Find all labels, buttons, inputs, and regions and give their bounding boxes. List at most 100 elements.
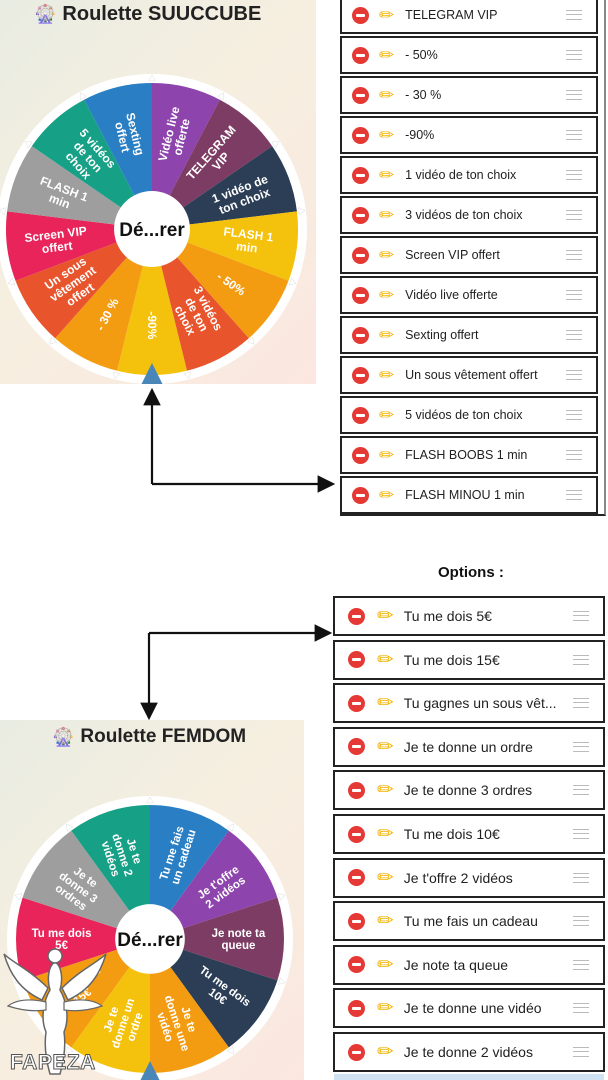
pencil-icon[interactable]: ✏: [377, 779, 394, 802]
bottom-option-row[interactable]: ✏Je te donne 2 vidéos: [333, 1032, 605, 1072]
drag-handle-icon[interactable]: [573, 785, 589, 796]
minus-circle-icon[interactable]: [352, 446, 369, 464]
bottom-option-row[interactable]: ✏Tu me dois 5€: [333, 596, 605, 636]
minus-circle-icon[interactable]: [348, 738, 365, 756]
minus-circle-icon[interactable]: [348, 1043, 365, 1061]
minus-circle-icon[interactable]: [352, 246, 369, 264]
minus-circle-icon[interactable]: [352, 366, 369, 384]
pencil-icon[interactable]: ✏: [379, 445, 395, 465]
top-option-row[interactable]: ✏5 vidéos de ton choix: [340, 396, 598, 434]
minus-circle-icon[interactable]: [348, 869, 365, 887]
top-option-row[interactable]: ✏Screen VIP offert: [340, 236, 598, 274]
pencil-icon[interactable]: ✏: [377, 692, 394, 715]
top-option-row[interactable]: ✏Sexting offert: [340, 316, 598, 354]
pencil-icon[interactable]: ✏: [379, 245, 395, 265]
pencil-icon[interactable]: ✏: [379, 5, 395, 25]
pencil-icon[interactable]: ✏: [377, 953, 394, 976]
drag-handle-icon[interactable]: [573, 1047, 589, 1057]
bottom-option-row[interactable]: ✏Tu me dois 10€: [333, 814, 605, 854]
top-option-row[interactable]: ✏- 50%: [340, 36, 598, 74]
bottom-option-row[interactable]: ✏Tu gagnes un sous vêt...: [333, 683, 605, 724]
minus-circle-icon[interactable]: [352, 286, 369, 304]
drag-handle-icon[interactable]: [566, 450, 582, 460]
pencil-icon[interactable]: ✏: [377, 605, 394, 627]
minus-circle-icon[interactable]: [352, 46, 369, 64]
minus-circle-icon[interactable]: [352, 166, 369, 184]
top-option-row[interactable]: ✏1 vidéo de ton choix: [340, 156, 598, 194]
minus-circle-icon[interactable]: [348, 607, 365, 625]
pencil-icon[interactable]: ✏: [379, 485, 395, 505]
drag-handle-icon[interactable]: [566, 10, 582, 20]
drag-handle-icon[interactable]: [573, 916, 589, 927]
pencil-icon[interactable]: ✏: [377, 735, 394, 758]
drag-handle-icon[interactable]: [566, 130, 582, 140]
bottom-option-row[interactable]: ✏Je te donne un ordre: [333, 726, 605, 767]
minus-circle-icon[interactable]: [348, 912, 365, 930]
minus-circle-icon[interactable]: [348, 956, 365, 974]
minus-circle-icon[interactable]: [352, 86, 369, 104]
bottom-option-row[interactable]: ✏Je t'offre 2 vidéos: [333, 857, 605, 898]
pencil-icon[interactable]: ✏: [379, 45, 395, 65]
pencil-icon[interactable]: ✏: [379, 125, 395, 145]
pencil-icon[interactable]: ✏: [379, 205, 395, 225]
bottom-option-row[interactable]: ✏Je te donne une vidéo: [333, 988, 605, 1029]
bottom-option-row[interactable]: ✏Je te donne 3 ordres: [333, 770, 605, 811]
drag-handle-icon[interactable]: [573, 741, 589, 752]
minus-circle-icon[interactable]: [352, 486, 369, 504]
pencil-icon[interactable]: ✏: [377, 997, 394, 1020]
drag-handle-icon[interactable]: [566, 370, 582, 380]
drag-handle-icon[interactable]: [573, 829, 589, 839]
minus-circle-icon[interactable]: [352, 126, 369, 144]
drag-handle-icon[interactable]: [566, 490, 582, 500]
minus-circle-icon[interactable]: [348, 694, 365, 712]
pencil-icon[interactable]: ✏: [379, 165, 395, 185]
drag-handle-icon[interactable]: [573, 1003, 589, 1014]
top-option-row[interactable]: ✏Vidéo live offerte: [340, 276, 598, 314]
bottom-wheel-segment: [150, 805, 229, 939]
top-spin-button[interactable]: [114, 191, 190, 267]
minus-circle-icon[interactable]: [348, 825, 365, 843]
pencil-icon[interactable]: ✏: [379, 285, 395, 305]
drag-handle-icon[interactable]: [566, 210, 582, 220]
minus-circle-icon[interactable]: [352, 6, 369, 24]
bottom-spin-button[interactable]: [115, 904, 185, 974]
pencil-icon[interactable]: ✏: [377, 648, 394, 671]
minus-circle-icon[interactable]: [348, 999, 365, 1017]
bottom-option-row[interactable]: ✏Je note ta queue: [333, 944, 605, 985]
pencil-icon[interactable]: ✏: [377, 1041, 394, 1063]
bottom-option-row[interactable]: ✏Tu me dois 15€: [333, 639, 605, 680]
drag-handle-icon[interactable]: [566, 250, 582, 260]
top-option-row[interactable]: ✏-90%: [340, 116, 598, 154]
pencil-icon[interactable]: ✏: [379, 405, 395, 425]
drag-handle-icon[interactable]: [566, 50, 582, 60]
drag-handle-icon[interactable]: [573, 611, 589, 621]
top-option-row[interactable]: ✏- 30 %: [340, 76, 598, 114]
drag-handle-icon[interactable]: [573, 654, 589, 665]
minus-circle-icon[interactable]: [348, 781, 365, 799]
pencil-icon[interactable]: ✏: [377, 823, 394, 845]
pencil-icon[interactable]: ✏: [379, 325, 395, 345]
minus-circle-icon[interactable]: [352, 206, 369, 224]
pencil-icon[interactable]: ✏: [377, 866, 394, 889]
pencil-icon[interactable]: ✏: [379, 85, 395, 105]
drag-handle-icon[interactable]: [566, 290, 582, 300]
drag-handle-icon[interactable]: [573, 698, 589, 709]
drag-handle-icon[interactable]: [566, 90, 582, 100]
top-option-row[interactable]: ✏FLASH MINOU 1 min: [340, 476, 598, 514]
drag-handle-icon[interactable]: [566, 410, 582, 420]
drag-handle-icon[interactable]: [566, 170, 582, 180]
minus-circle-icon[interactable]: [352, 406, 369, 424]
minus-circle-icon[interactable]: [348, 651, 365, 669]
top-option-row[interactable]: ✏TELEGRAM VIP: [340, 0, 598, 34]
bottom-option-row[interactable]: ✏Tu me fais un cadeau: [333, 901, 605, 942]
top-option-row[interactable]: ✏Un sous vêtement offert: [340, 356, 598, 394]
top-option-row[interactable]: ✏FLASH BOOBS 1 min: [340, 436, 598, 474]
drag-handle-icon[interactable]: [573, 872, 589, 883]
drag-handle-icon[interactable]: [566, 330, 582, 340]
drag-handle-icon[interactable]: [573, 959, 589, 970]
minus-circle-icon[interactable]: [352, 326, 369, 344]
pencil-icon[interactable]: ✏: [379, 365, 395, 385]
top-option-row[interactable]: ✏3 vidéos de ton choix: [340, 196, 598, 234]
pencil-icon[interactable]: ✏: [377, 910, 394, 933]
